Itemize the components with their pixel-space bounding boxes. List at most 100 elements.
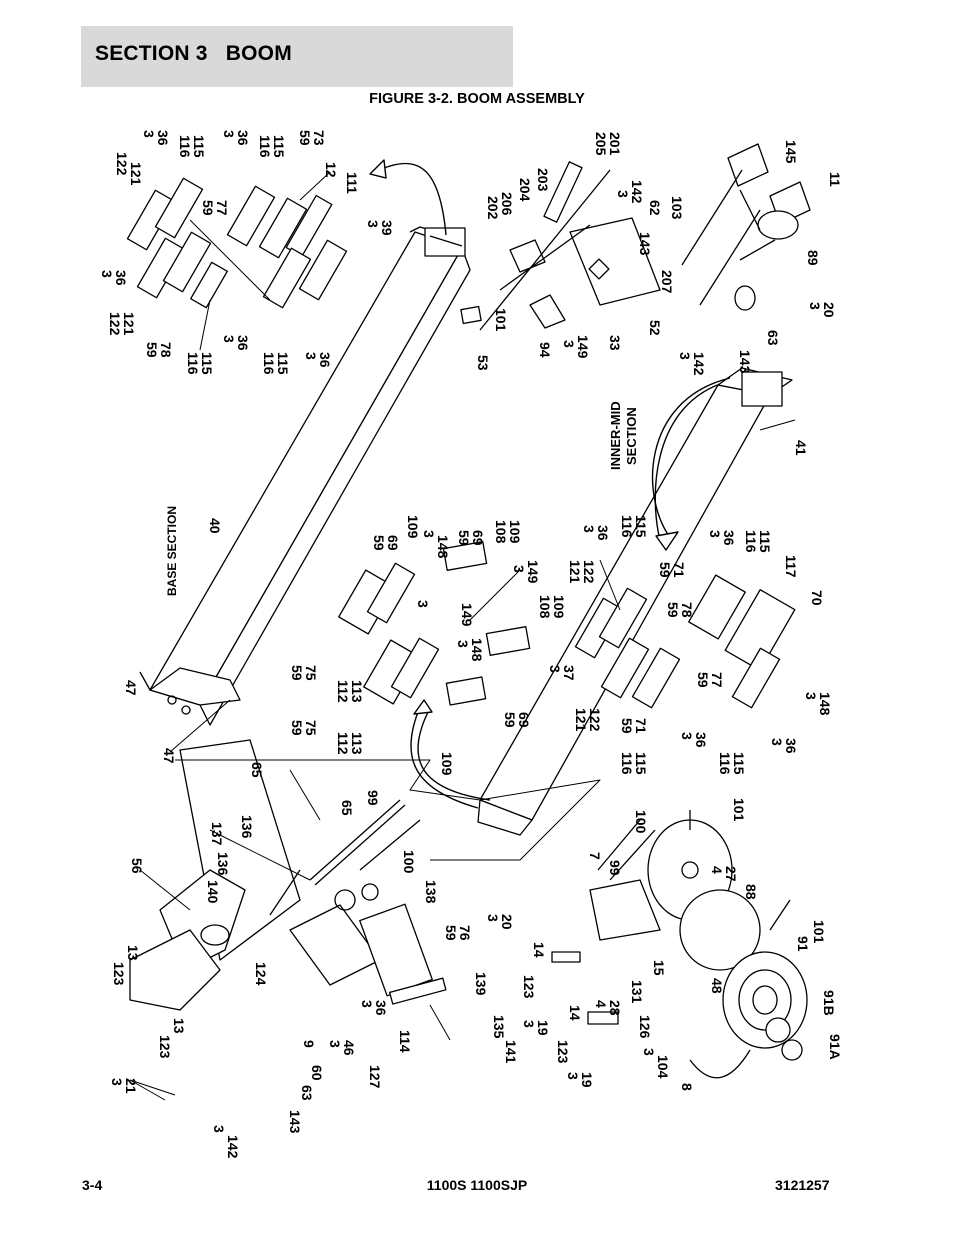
- part-callout: 39: [379, 220, 395, 236]
- part-callout: 149: [525, 560, 541, 584]
- figure-title: FIGURE 3-2. BOOM ASSEMBLY: [369, 91, 585, 107]
- part-callout: 108: [493, 520, 509, 544]
- sheave-assembly-upper: [460, 161, 661, 331]
- part-callout: 69: [516, 712, 532, 728]
- part-callout: 143: [287, 1110, 303, 1134]
- part-callout: 69: [385, 535, 401, 551]
- document-number: 3121257: [775, 1177, 830, 1193]
- part-callout: 131: [629, 980, 645, 1004]
- part-callout: 62: [647, 200, 663, 216]
- part-callout: 100: [401, 850, 417, 874]
- part-callout: 37: [561, 665, 577, 681]
- part-callout: 3: [141, 130, 157, 138]
- part-callout: 116: [619, 752, 635, 775]
- sheave-assembly-right: [681, 143, 811, 311]
- part-callout: 123: [555, 1040, 571, 1064]
- part-callout: 115: [633, 752, 649, 775]
- part-callout: 3: [99, 270, 115, 278]
- part-callout: 60: [309, 1065, 325, 1081]
- assembly-arrows: [369, 159, 731, 809]
- part-callout: 115: [191, 135, 207, 158]
- part-callout: 136: [239, 815, 255, 839]
- part-callout: 109: [507, 520, 523, 544]
- part-callout: 46: [341, 1040, 357, 1056]
- part-callout: 114: [397, 1030, 413, 1053]
- part-callout: 3: [561, 340, 577, 348]
- part-callout: 48: [709, 978, 725, 994]
- part-callout: 65: [249, 762, 265, 778]
- part-callout: 3: [455, 640, 471, 648]
- part-callout: 59: [144, 342, 160, 358]
- part-callout: 148: [817, 692, 833, 716]
- part-callout: 4: [593, 1000, 609, 1008]
- part-callout: 41: [793, 440, 809, 456]
- part-callout: 14: [531, 942, 547, 958]
- part-callout: 28: [607, 1000, 623, 1016]
- part-callout: 203: [535, 168, 551, 192]
- part-callout: 78: [679, 602, 695, 618]
- part-callout: 3: [803, 692, 819, 700]
- part-callout: 137: [209, 822, 225, 846]
- part-callout: 88: [743, 884, 759, 900]
- part-callout: 47: [161, 748, 177, 764]
- part-callout: 89: [805, 250, 821, 266]
- part-callout: 3: [511, 565, 527, 573]
- part-callout: 111: [344, 172, 360, 194]
- part-callout: 143: [637, 232, 653, 256]
- part-callout: 121: [573, 708, 589, 732]
- part-callout: 112: [335, 680, 351, 703]
- inner-mid-section-label: INNER-MID: [608, 401, 623, 470]
- part-callout: 3: [485, 914, 501, 922]
- part-callout: 73: [311, 130, 327, 146]
- part-callout: 7: [587, 852, 603, 860]
- part-callout: 3: [211, 1125, 227, 1133]
- part-callout: 36: [113, 270, 129, 286]
- part-callout: 126: [637, 1015, 653, 1039]
- part-callout: 117: [783, 555, 799, 578]
- part-callout: 11: [827, 172, 843, 187]
- part-callout: 123: [157, 1035, 173, 1059]
- part-callout: 113: [349, 680, 365, 703]
- part-callout: 59: [657, 562, 673, 578]
- part-callout: 3: [615, 190, 631, 198]
- part-callout: 148: [435, 535, 451, 559]
- part-callout: 33: [607, 335, 623, 351]
- part-callout: 63: [765, 330, 781, 346]
- part-callout: 36: [783, 738, 799, 754]
- part-callout: 3: [547, 665, 563, 673]
- part-callout: 3: [359, 1000, 375, 1008]
- part-callout: 75: [303, 720, 319, 736]
- part-callout: 3: [365, 220, 381, 228]
- part-callout: 36: [235, 335, 251, 351]
- part-callout: 104: [655, 1055, 671, 1079]
- part-callout: 21: [123, 1078, 139, 1094]
- part-callout: 36: [595, 525, 611, 541]
- boom-end-assembly: [269, 799, 447, 1005]
- part-callout: 91B: [821, 990, 837, 1016]
- part-callout: 135: [491, 1015, 507, 1039]
- part-callout: 122: [587, 708, 603, 732]
- part-callout: 19: [535, 1020, 551, 1036]
- part-callout: 59: [289, 720, 305, 736]
- part-callout: 122: [114, 152, 130, 176]
- part-callout: 140: [205, 880, 221, 904]
- part-callout: 59: [443, 925, 459, 941]
- part-callout: 121: [567, 560, 583, 584]
- part-callout: 36: [693, 732, 709, 748]
- part-callout: 116: [177, 135, 193, 158]
- part-callout: 59: [456, 530, 472, 546]
- part-callout: 115: [271, 135, 287, 158]
- part-callout: 138: [423, 880, 439, 904]
- part-callout: 59: [371, 535, 387, 551]
- part-callout: 141: [503, 1040, 519, 1064]
- part-callout: 59: [619, 718, 635, 734]
- part-callout: 101: [493, 308, 509, 332]
- part-callout: 70: [809, 590, 825, 606]
- part-callout: 116: [261, 352, 277, 375]
- part-callout: 19: [579, 1072, 595, 1088]
- part-callout: 20: [499, 914, 515, 930]
- part-callout: 14: [567, 1005, 583, 1021]
- part-callout: 3: [109, 1078, 125, 1086]
- part-callout: 123: [111, 962, 127, 986]
